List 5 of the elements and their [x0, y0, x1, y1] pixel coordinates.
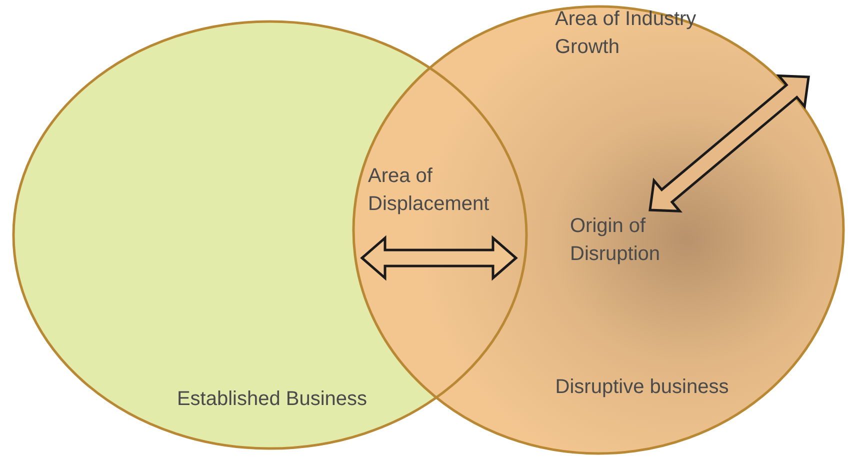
area-label: Origin of Disruption: [570, 214, 662, 267]
area-label: Area of Industry Growth: [555, 7, 698, 60]
circle-label: Disruptive business: [554, 375, 730, 400]
area-label: Area of Displacement: [368, 164, 490, 217]
circle-label: Established Business: [176, 387, 368, 412]
